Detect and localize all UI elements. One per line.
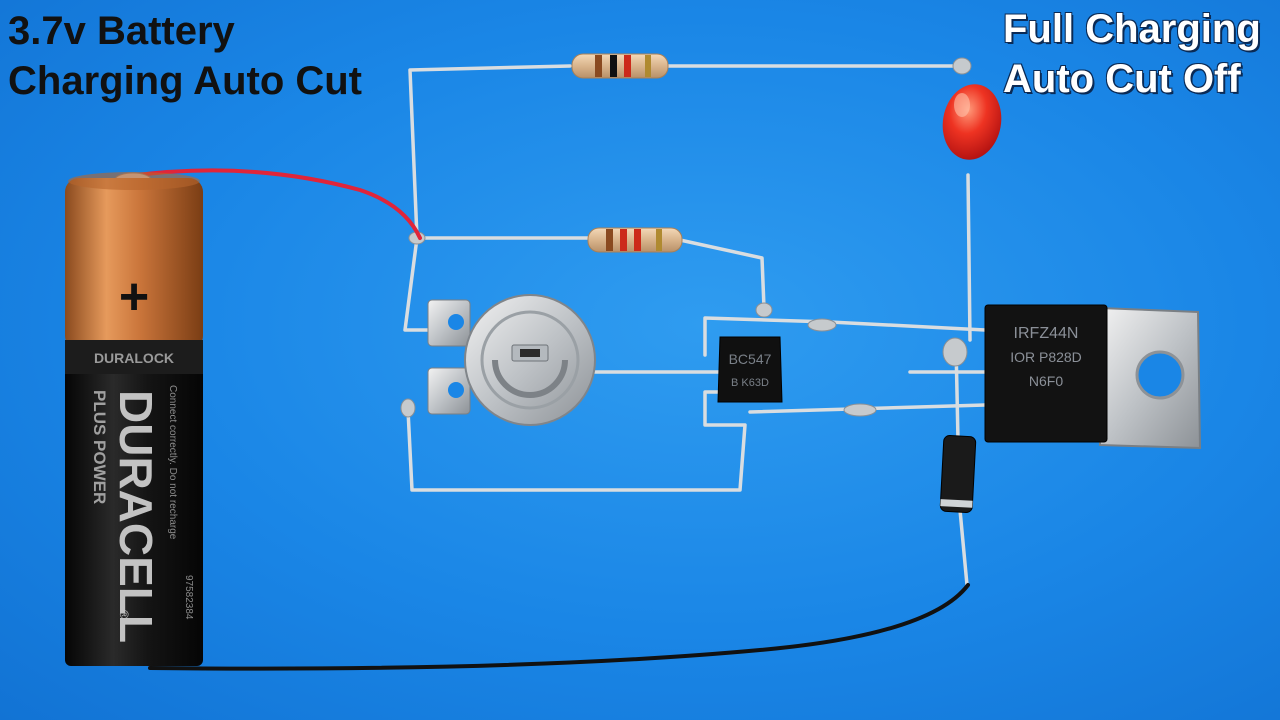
mosfet-label-2: IOR P828D bbox=[1010, 349, 1082, 365]
aa-battery: + DURALOCK DURACELL PLUS POWER Connect c… bbox=[65, 172, 203, 666]
battery-registered: ® bbox=[117, 610, 131, 619]
mosfet-label-3: N6F0 bbox=[1029, 373, 1063, 389]
red-wire bbox=[128, 168, 422, 240]
battery-brand: DURACELL bbox=[110, 390, 162, 643]
diode-lower-lead bbox=[958, 508, 969, 587]
diode bbox=[939, 435, 977, 513]
middle-wire bbox=[418, 236, 766, 310]
title-left-line2: Charging Auto Cut bbox=[8, 59, 363, 103]
battery-code: 97582384 bbox=[183, 575, 194, 620]
title-left: 3.7v Battery Charging Auto Cut bbox=[8, 6, 362, 106]
top-wire bbox=[408, 64, 957, 240]
battery-plus-sign: + bbox=[119, 268, 149, 326]
bc547-transistor: BC547 B K63D bbox=[717, 336, 783, 403]
title-left-line1: 3.7v Battery bbox=[8, 9, 235, 53]
mosfet-label-1: IRFZ44N bbox=[1014, 325, 1079, 342]
title-right: Full Charging Auto Cut Off bbox=[1003, 4, 1261, 104]
drain-wire bbox=[703, 316, 987, 357]
potentiometer bbox=[427, 294, 596, 426]
battery-tagline: PLUS POWER bbox=[90, 390, 109, 504]
irfz44n-mosfet: IRFZ44N IOR P828D N6F0 bbox=[984, 304, 1202, 450]
wires bbox=[403, 64, 987, 587]
battery-warning: Connect correctly. Do not recharge bbox=[167, 385, 178, 540]
transistor-label-2: B K63D bbox=[731, 377, 769, 389]
transistor-label-1: BC547 bbox=[729, 351, 772, 367]
red-led bbox=[942, 84, 1002, 160]
black-wire bbox=[148, 583, 970, 671]
battery-duralock: DURALOCK bbox=[94, 350, 174, 366]
led-lead bbox=[966, 173, 972, 342]
resistor-middle bbox=[587, 227, 683, 253]
title-right-line1: Full Charging bbox=[1003, 7, 1261, 51]
loop-wire bbox=[406, 390, 747, 492]
resistor-top bbox=[571, 53, 669, 79]
solder-joints bbox=[400, 57, 972, 418]
title-right-line2: Auto Cut Off bbox=[1003, 57, 1241, 101]
